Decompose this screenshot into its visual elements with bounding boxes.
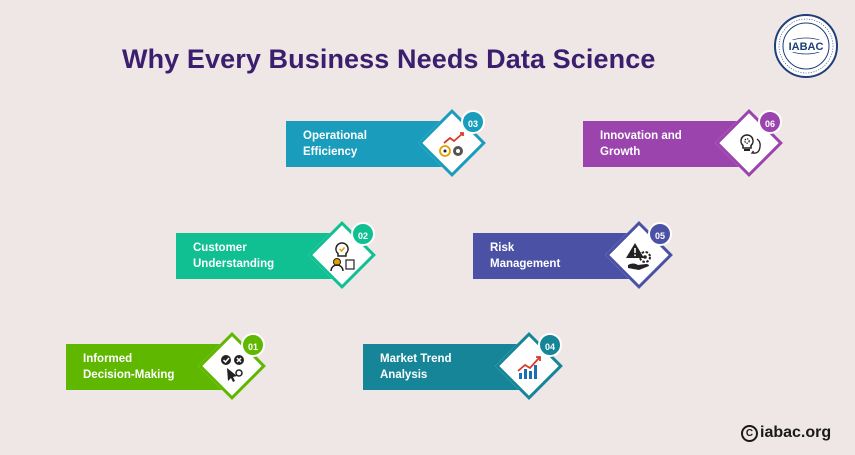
efficiency-icon (439, 132, 464, 157)
item-label-line1: Innovation and (600, 130, 682, 142)
item-label-line1: Customer (193, 242, 247, 254)
iabac-logo: IABAC (774, 14, 838, 78)
item-customer-understanding: Customer Understanding 02 (176, 221, 386, 292)
logo-text: IABAC (789, 41, 824, 53)
risk-warning-icon (626, 243, 651, 270)
item-number-badge: 02 (351, 222, 375, 246)
item-operational-efficiency: Operational Efficiency 03 (286, 109, 496, 180)
item-risk-management: Risk Management 05 (473, 221, 683, 292)
item-number-badge: 04 (538, 333, 562, 357)
item-label-line2: Management (490, 258, 561, 270)
item-number-badge: 06 (758, 110, 782, 134)
item-label-line2: Efficiency (303, 146, 358, 158)
copyright-icon: C (741, 425, 758, 442)
item-informed-decision-making: Informed Decision-Making 01 (66, 332, 276, 403)
page-title: Why Every Business Needs Data Science (122, 44, 656, 74)
innovation-bulb-icon (740, 134, 761, 154)
item-label-line1: Risk (490, 242, 515, 254)
item-label-line1: Operational (303, 130, 367, 142)
customer-icon (330, 242, 355, 272)
item-label-line1: Informed (83, 353, 133, 365)
item-label-line2: Analysis (380, 369, 428, 381)
footer-text: iabac.org (760, 424, 832, 441)
trend-chart-icon (517, 356, 541, 379)
item-label-line1: Market Trend (380, 353, 452, 365)
item-number-badge: 05 (648, 222, 672, 246)
item-number-badge: 03 (461, 110, 485, 134)
item-innovation-and-growth: Innovation and Growth 06 (583, 109, 793, 180)
decision-icon (221, 355, 244, 382)
item-label-line2: Understanding (193, 258, 275, 270)
item-label-line2: Decision-Making (83, 369, 175, 381)
item-number-badge: 01 (241, 333, 265, 357)
item-label-line2: Growth (600, 146, 641, 158)
item-market-trend-analysis: Market Trend Analysis 04 (363, 332, 573, 403)
